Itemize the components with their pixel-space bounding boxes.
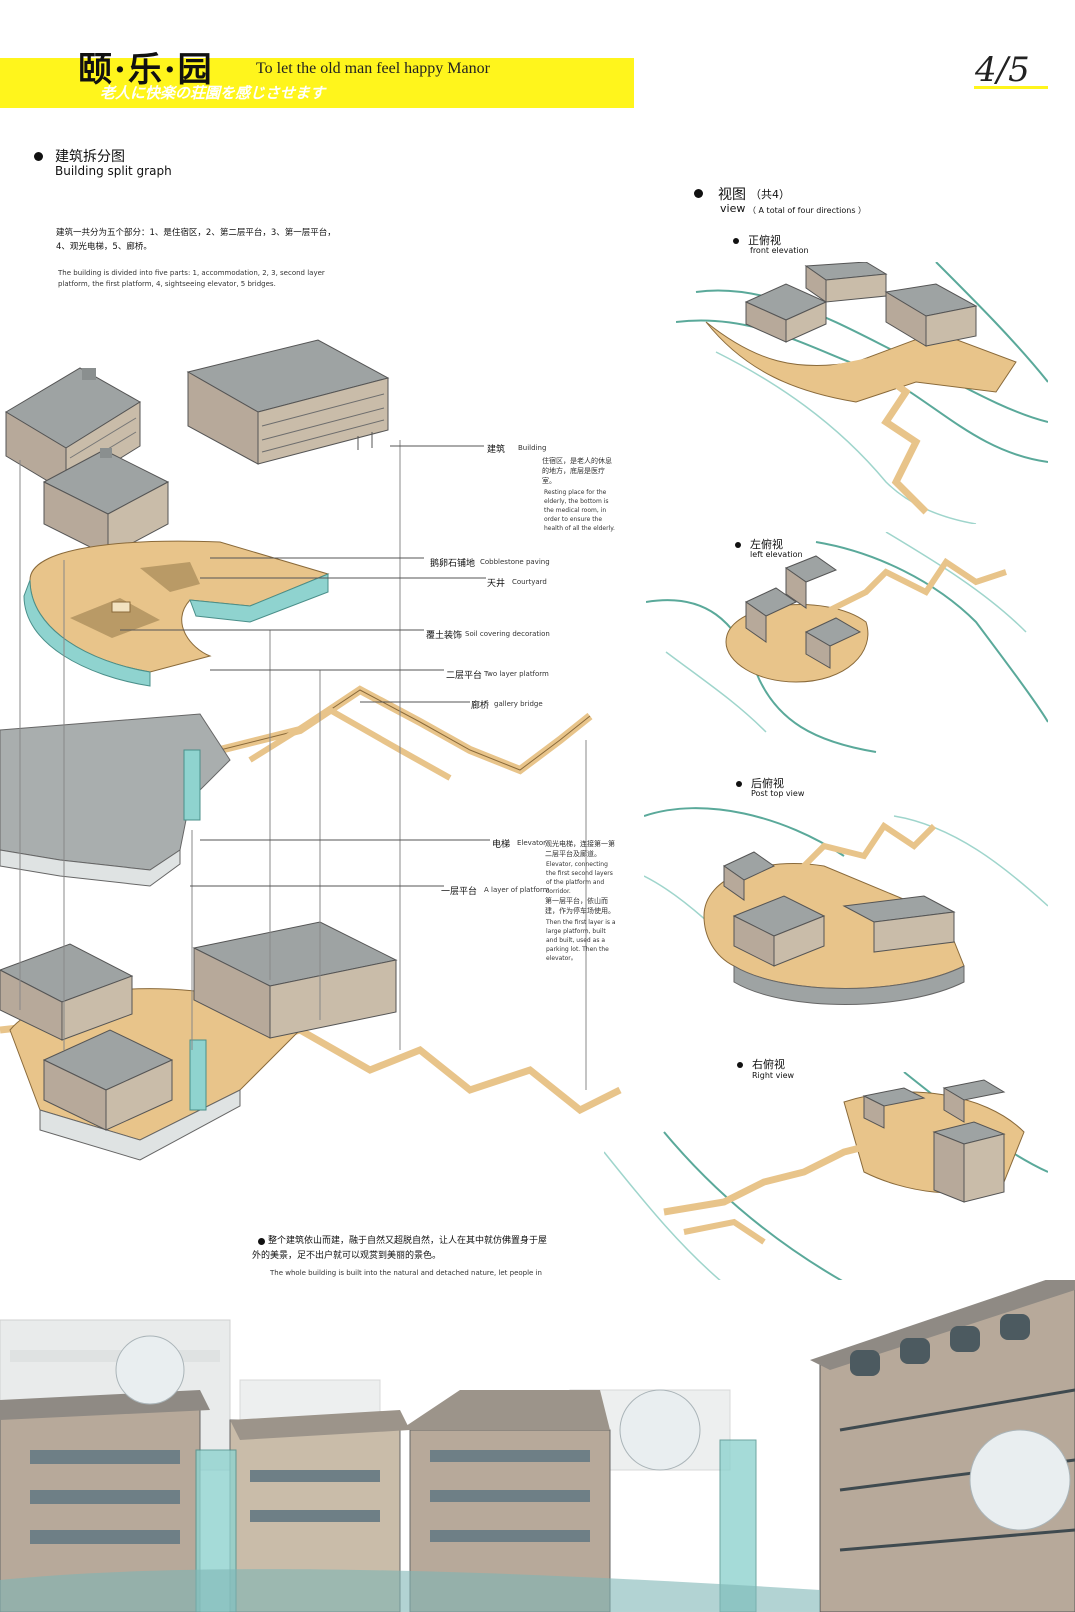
elevator-note-english: Elevator, connecting the first second la… xyxy=(546,861,613,895)
sightseeing-elevator xyxy=(183,749,201,821)
label-building-english: Building xyxy=(518,444,547,452)
front-view-title: 正俯视 xyxy=(748,234,781,247)
bullet-icon xyxy=(733,238,739,244)
building-block-c xyxy=(186,339,390,465)
label-second-platform-english: Two layer platform xyxy=(484,670,549,678)
label-gallery-bridge: 廊桥 xyxy=(471,701,490,711)
page-title: 颐·乐·园 xyxy=(78,50,214,90)
bullet-icon xyxy=(694,189,703,198)
views-heading: 视图 xyxy=(718,187,746,203)
front-view-drawing xyxy=(676,262,1048,524)
label-gallery-bridge-english: gallery bridge xyxy=(494,700,543,708)
label-second-platform: 二层平台 xyxy=(446,671,483,681)
label-courtyard: 天井 xyxy=(487,579,506,589)
second-layer-platform xyxy=(23,540,330,687)
label-courtyard-english: Courtyard xyxy=(512,578,547,586)
title-band xyxy=(0,58,634,108)
views-heading-english-note: （ A total of four directions ） xyxy=(748,206,867,215)
back-view-drawing xyxy=(644,807,1048,1005)
elevator-note: 观光电梯，连接第一第二层平台及廊道。 xyxy=(545,840,615,858)
views-heading-english: view xyxy=(720,202,746,215)
first-platform-note-english: Then the first layer is a large platform… xyxy=(546,919,616,962)
building-block-a xyxy=(5,367,141,493)
building-note: 住宿区，是老人的休息的地方，底层是医疗室。 xyxy=(542,457,612,485)
left-view-title: 左俯视 xyxy=(750,538,783,551)
bullet-icon xyxy=(735,542,741,548)
label-soil-covering-english: Soil covering decoration xyxy=(465,630,550,638)
first-platform-note: 第一层平台，依山而建，作为停车场使用。 xyxy=(545,897,615,915)
page-title-japanese: 老人に快楽の荘園を感じさせます xyxy=(100,84,326,102)
bullet-icon xyxy=(736,781,742,787)
left-view-drawing xyxy=(646,532,1048,753)
bullet-icon xyxy=(737,1062,743,1068)
exploded-axonometric-diagram xyxy=(0,339,622,1161)
label-soil-covering: 覆土装饰 xyxy=(426,631,463,641)
page-number: 4/5 xyxy=(975,50,1030,90)
split-heading-english: Building split graph xyxy=(55,164,172,178)
split-description-english: The building is divided into five parts:… xyxy=(58,269,325,288)
right-view-drawing xyxy=(604,1072,1048,1293)
split-description: 建筑一共分为五个部分：1、是住宿区，2、第二层平台，3、第一层平台，4、观光电梯… xyxy=(56,228,336,252)
perspective-rendering xyxy=(0,1280,1075,1612)
front-view-subtitle: front elevation xyxy=(750,246,809,255)
page-title-english: To let the old man feel happy Manor xyxy=(256,60,490,77)
first-layer-platform xyxy=(0,713,231,887)
label-building: 建筑 xyxy=(487,445,506,455)
summary-text: 整个建筑依山而建，融于自然又超脱自然，让人在其中就仿佛置身于屋外的美景，足不出户… xyxy=(252,1236,548,1261)
label-first-platform-english: A layer of platform xyxy=(484,886,550,894)
right-view-title: 右俯视 xyxy=(752,1058,785,1071)
label-cobblestone-english: Cobblestone paving xyxy=(480,558,550,566)
building-note-english: Resting place for the elderly, the botto… xyxy=(544,489,615,532)
left-view-subtitle: left elevation xyxy=(750,550,803,559)
building-block-b xyxy=(42,448,170,557)
label-elevator: 电梯 xyxy=(492,840,511,850)
gallery-bridge-middle xyxy=(219,685,593,781)
back-view-subtitle: Post top view xyxy=(751,789,805,798)
views-heading-count: （共4） xyxy=(750,188,790,201)
bullet-icon xyxy=(258,1238,265,1245)
back-view-title: 后俯视 xyxy=(751,777,784,790)
label-first-platform: 一层平台 xyxy=(441,887,478,897)
label-elevator-english: Elevator xyxy=(517,839,547,847)
bullet-icon xyxy=(34,152,43,161)
right-view-subtitle: Right view xyxy=(752,1071,795,1080)
assembled-building xyxy=(0,921,622,1161)
label-cobblestone: 鹅卵石铺地 xyxy=(430,559,476,569)
page-number-underline xyxy=(974,86,1048,89)
split-heading: 建筑拆分图 xyxy=(55,149,125,165)
